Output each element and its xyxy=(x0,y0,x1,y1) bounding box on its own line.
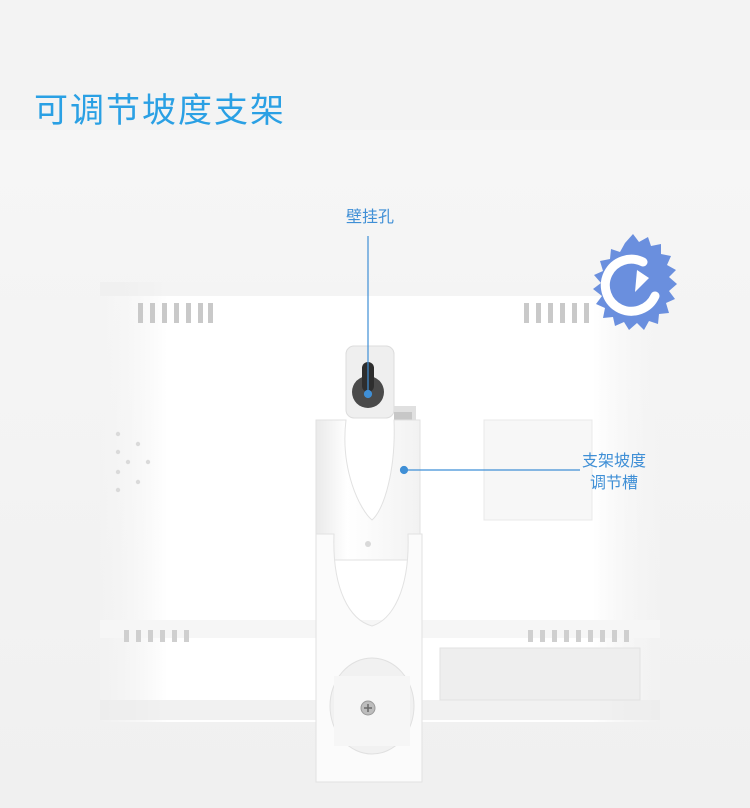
vent-grille-bottom-right xyxy=(528,630,629,642)
slope-adjustment-slot-label: 支架坡度 调节槽 xyxy=(566,450,662,494)
wall-mount-hole xyxy=(345,345,395,419)
slot-label-line-2: 调节槽 xyxy=(589,473,638,492)
angle-adjust-badge-icon xyxy=(593,234,677,330)
vent-grille-bottom-left xyxy=(124,630,189,642)
stand-front xyxy=(315,533,423,783)
speaker-dots xyxy=(115,431,151,493)
vent-grille-top-left xyxy=(138,303,213,323)
slot-label-line-1: 支架坡度 xyxy=(581,451,646,470)
vent-grille-top-right xyxy=(524,303,589,323)
callout-lines xyxy=(363,236,580,475)
stand-rear xyxy=(315,419,421,561)
wall-mount-hole-label: 壁挂孔 xyxy=(345,207,394,226)
page-title: 可调节坡度支架 xyxy=(34,90,286,131)
bottom-plate xyxy=(439,647,641,701)
